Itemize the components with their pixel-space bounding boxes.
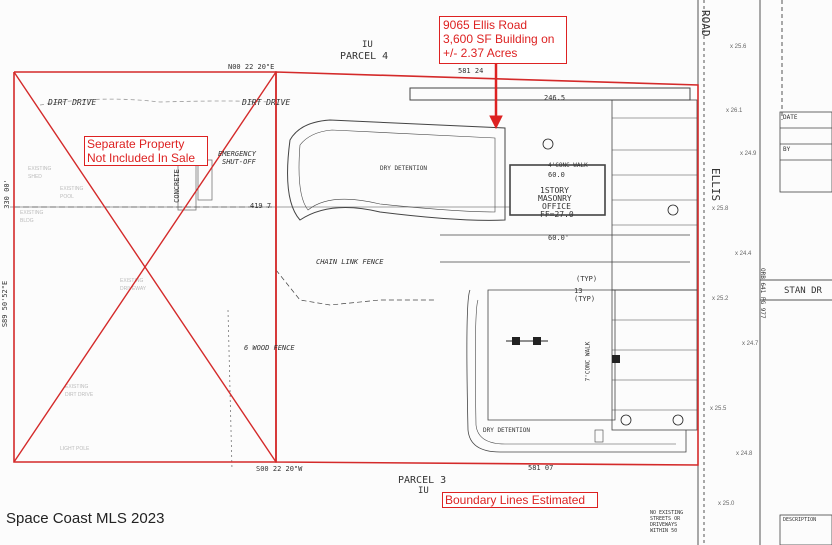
svg-text:EXISTING: EXISTING	[120, 278, 143, 284]
svg-text:DIRT DRIVE: DIRT DRIVE	[65, 392, 94, 398]
svg-text:POOL: POOL	[60, 194, 74, 200]
svg-text:LIGHT POLE: LIGHT POLE	[60, 446, 90, 452]
left-parcel-features: EXISTING SHED EXISTING POOL EXISTING BLDG E…	[20, 166, 147, 452]
approval-table	[779, 111, 832, 545]
svg-text:EXISTING: EXISTING	[60, 186, 83, 192]
svg-text:SHED: SHED	[28, 174, 42, 180]
svg-text:x 24.8: x 24.8	[736, 451, 753, 457]
svg-text:x 25.2: x 25.2	[712, 296, 729, 302]
callout-building: 3,600 SF Building on	[443, 32, 555, 46]
svg-text:x 24.4: x 24.4	[735, 251, 752, 257]
svg-text:x 25.6: x 25.6	[730, 44, 747, 50]
separate-line1: Separate Property	[87, 137, 185, 151]
callout-acres: +/- 2.37 Acres	[443, 46, 518, 60]
survey-marks: x 25.6 x 26.1 x 24.9 x 25.8 x 24.4 x 25.2 x…	[710, 44, 759, 507]
red-boundary	[13, 71, 699, 466]
svg-text:x 24.7: x 24.7	[742, 341, 759, 347]
svg-text:EXISTING: EXISTING	[65, 384, 88, 390]
separate-property-note: Separate Property Not Included In Sale	[84, 136, 208, 166]
svg-text:x 26.1: x 26.1	[726, 108, 743, 114]
mls-watermark: Space Coast MLS 2023	[6, 510, 165, 527]
boundary-note: Boundary Lines Estimated	[442, 492, 598, 508]
svg-text:BLDG: BLDG	[20, 218, 34, 224]
site-symbols	[506, 138, 684, 426]
callout-address: 9065 Ellis Road	[443, 18, 528, 32]
boundary-note-text: Boundary Lines Estimated	[445, 493, 586, 507]
svg-text:EXISTING: EXISTING	[28, 166, 51, 172]
office-building-outline	[509, 164, 606, 216]
svg-text:x 25.8: x 25.8	[712, 206, 729, 212]
svg-text:x 24.9: x 24.9	[740, 151, 757, 157]
svg-text:x 25.5: x 25.5	[710, 406, 727, 412]
separate-line2: Not Included In Sale	[87, 151, 196, 165]
svg-text:EXISTING: EXISTING	[20, 210, 43, 216]
property-callout: 9065 Ellis Road 3,600 SF Building on +/-…	[439, 16, 567, 64]
svg-text:x 25.0: x 25.0	[718, 501, 735, 507]
site-features	[10, 62, 698, 453]
svg-text:DRIVEWAY: DRIVEWAY	[120, 286, 147, 292]
